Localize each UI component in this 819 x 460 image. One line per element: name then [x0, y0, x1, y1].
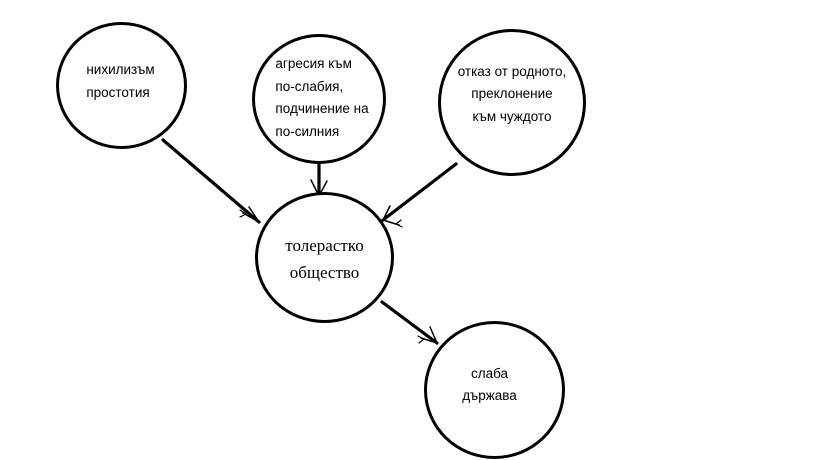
- edge-nihilism-society: [161, 138, 261, 224]
- node-weakstate-label: слаба държава: [462, 365, 517, 404]
- node-society[interactable]: толерастко общество: [255, 192, 394, 323]
- edge-rejection-society: [381, 162, 458, 228]
- edge-society-weakstate: [380, 300, 439, 345]
- node-nihilism-label: нихилизъм простотия: [86, 62, 155, 100]
- node-rejection[interactable]: отказ от родното, преклонение към чуждот…: [438, 29, 586, 176]
- edge-aggression-society: [310, 160, 328, 198]
- node-aggression-label: агресия към по-слабия, подчинение на по-…: [275, 56, 369, 139]
- node-rejection-label: отказ от родното, преклонение към чуждот…: [457, 63, 567, 124]
- node-aggression[interactable]: агресия към по-слабия, подчинение на по-…: [252, 34, 386, 164]
- node-weakstate[interactable]: слаба държава: [424, 321, 565, 459]
- node-nihilism[interactable]: нихилизъм простотия: [56, 22, 187, 149]
- node-society-label: толерастко общество: [285, 235, 364, 282]
